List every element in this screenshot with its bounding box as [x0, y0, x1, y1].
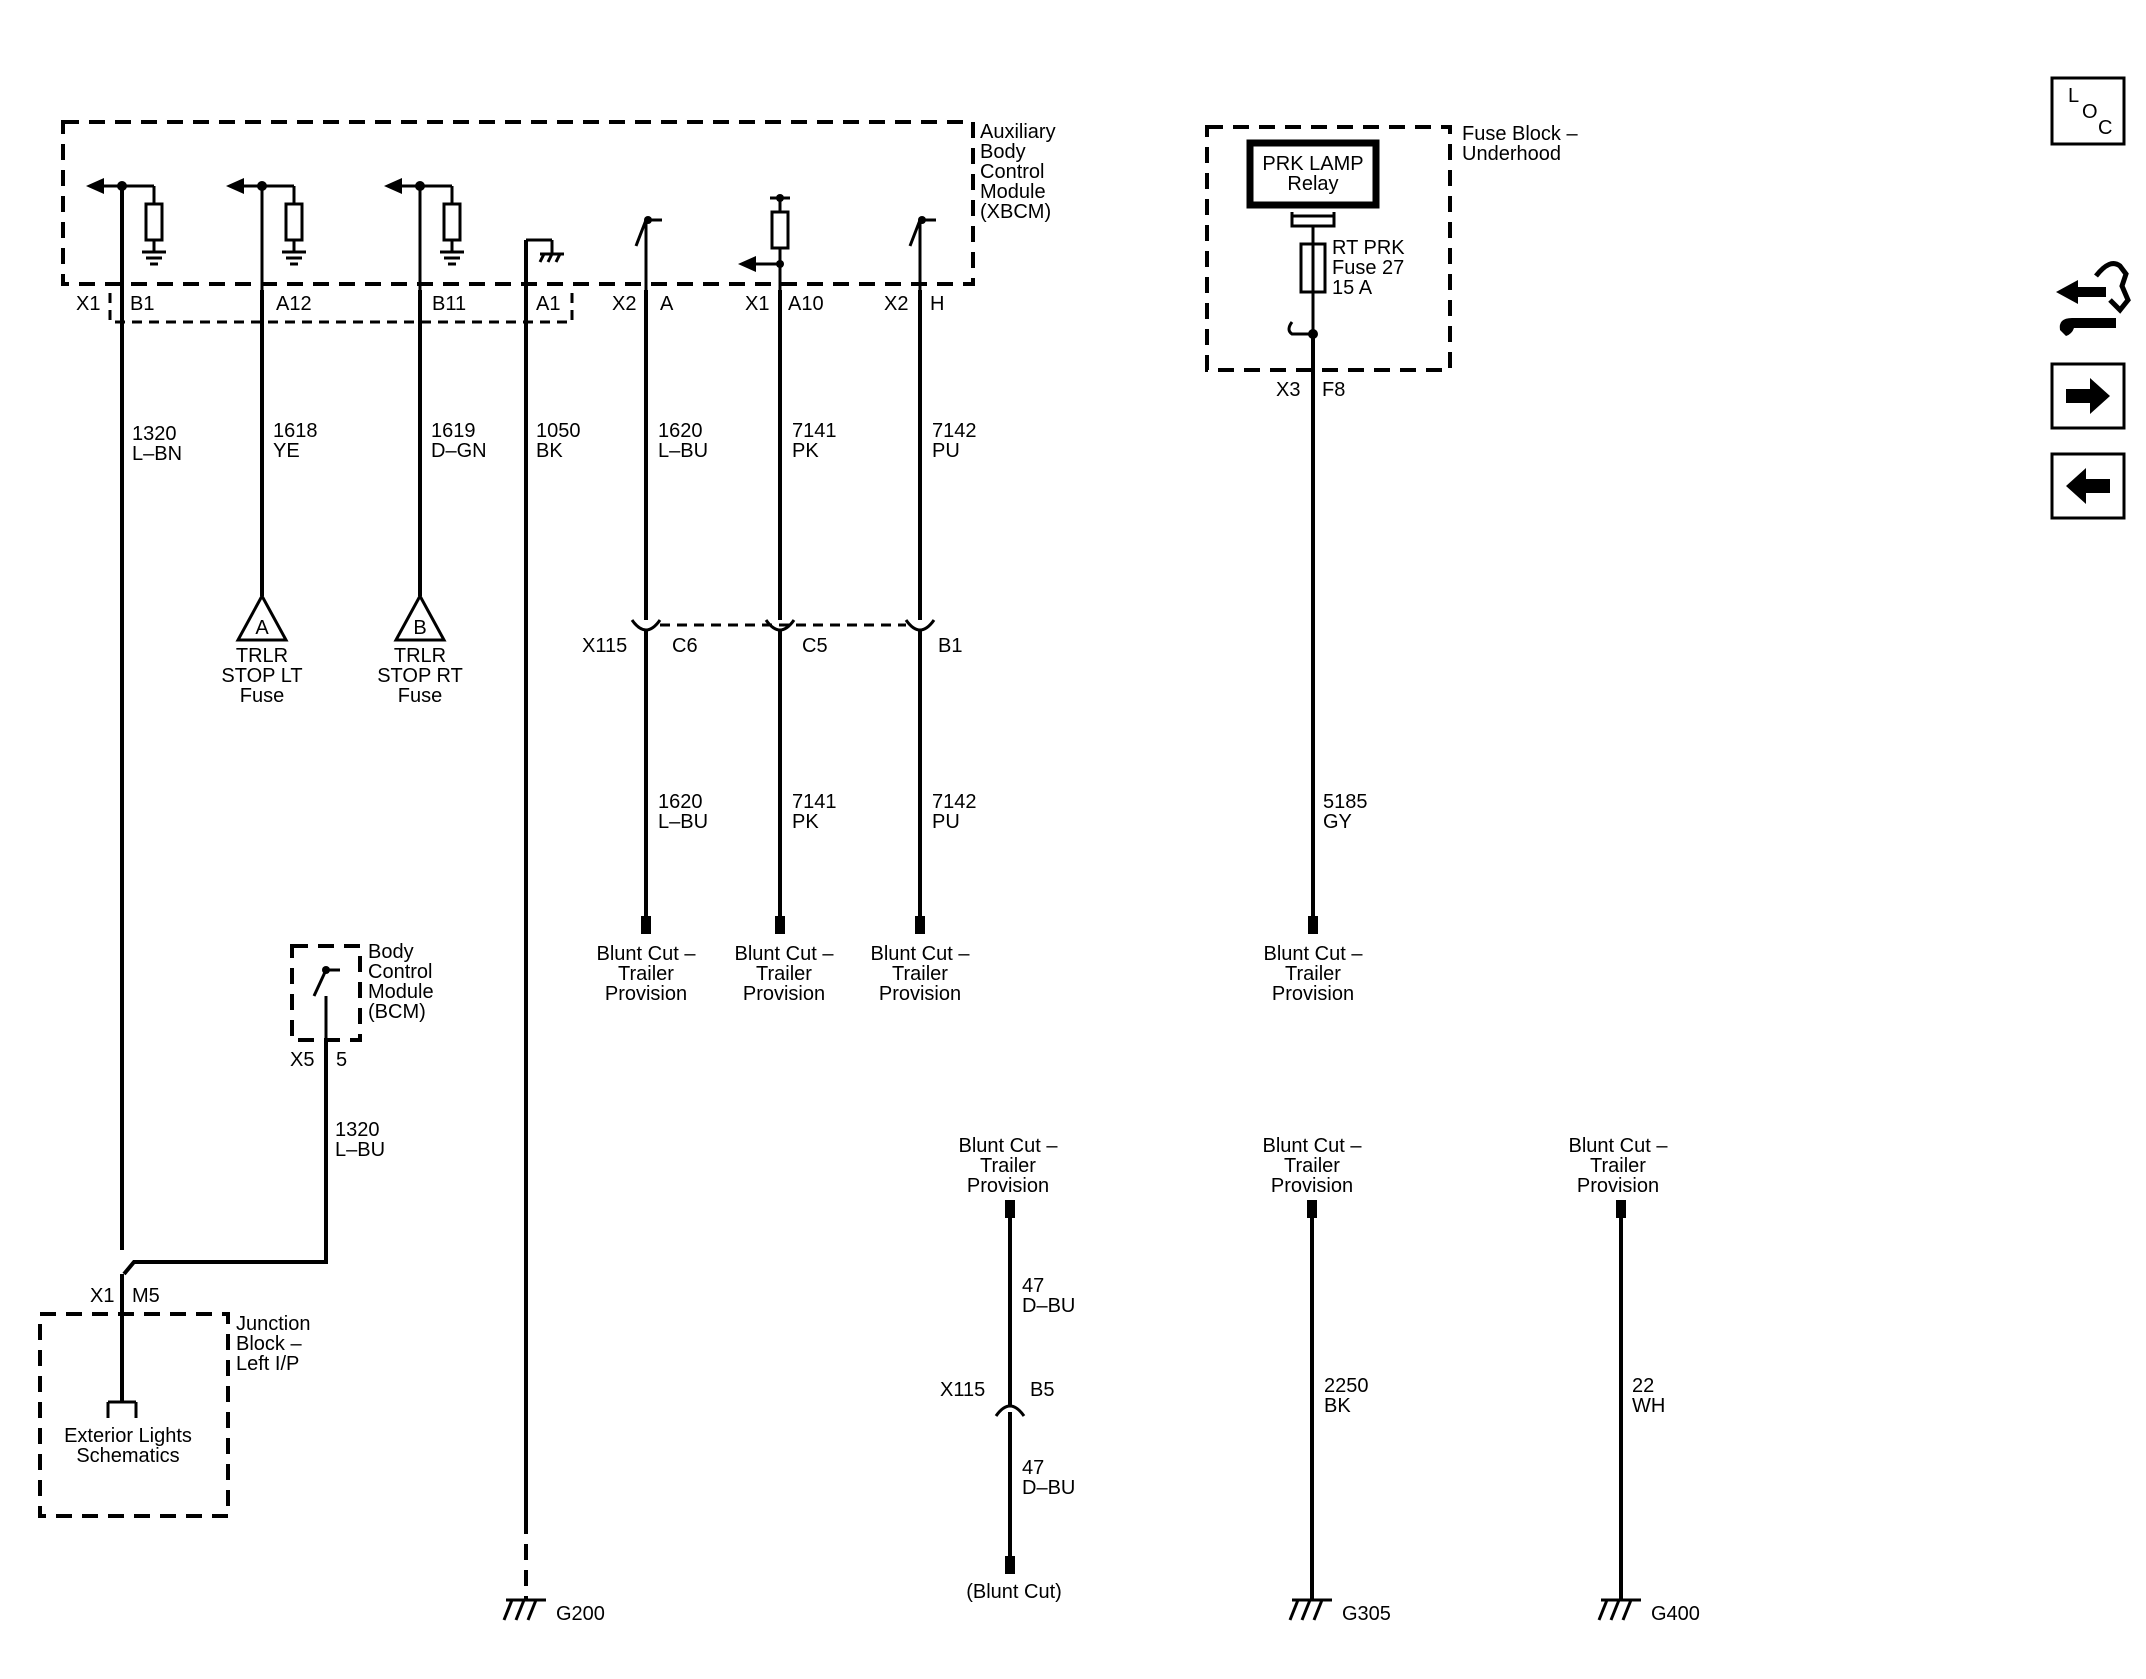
- pin-label: A1: [536, 293, 560, 315]
- connector-x115-top: X115 C6 C5 B1: [582, 619, 962, 657]
- loc-letter: C: [2098, 117, 2112, 139]
- pin-label: X1: [745, 293, 769, 315]
- connector-label: X115: [940, 1379, 985, 1401]
- arrow-right-icon[interactable]: [2050, 362, 2126, 430]
- arrow-left-icon[interactable]: [2050, 452, 2126, 520]
- connector-label: X115: [582, 635, 627, 657]
- connector-wrench-icon[interactable]: [2056, 261, 2131, 336]
- ground-label: G200: [556, 1603, 605, 1625]
- loc-button[interactable]: L O C: [2050, 76, 2126, 146]
- pin-label: X3: [1276, 379, 1300, 401]
- ground-label: G305: [1342, 1603, 1391, 1625]
- pin-label: B1: [130, 293, 154, 315]
- ref-letter: B: [413, 617, 426, 639]
- ground-label: G400: [1651, 1603, 1700, 1625]
- pin-label: B1: [938, 635, 962, 657]
- wire-1320-lbu: [122, 1040, 328, 1276]
- pin-label: X1: [90, 1285, 114, 1307]
- pin-label: C5: [802, 635, 828, 657]
- loc-letter: L: [2068, 85, 2079, 107]
- blunt-cut-end: (Blunt Cut): [966, 1581, 1062, 1603]
- pin-label: X5: [290, 1049, 314, 1071]
- pin-label: F8: [1322, 379, 1345, 401]
- pin-label: X2: [884, 293, 908, 315]
- xbcm-output-b11: [384, 178, 464, 290]
- xbcm-pullup-x1-a10: [738, 194, 790, 290]
- xbcm-switch-x2-h: [908, 216, 936, 290]
- pin-label: 5: [336, 1049, 347, 1071]
- xbcm-output-b1: [86, 178, 166, 290]
- pin-label: B5: [1030, 1379, 1054, 1401]
- pin-label: C6: [672, 635, 698, 657]
- pin-label: X1: [76, 293, 100, 315]
- pin-label: A: [660, 293, 674, 315]
- pin-label: M5: [132, 1285, 160, 1307]
- pin-label: A12: [276, 293, 312, 315]
- ground-g200: G200: [502, 1518, 605, 1625]
- loc-letter: O: [2082, 101, 2098, 123]
- pin-label: A10: [788, 293, 824, 315]
- xbcm-switch-x2-a: [634, 216, 662, 290]
- xbcm-output-a12: [226, 178, 306, 290]
- pin-label: H: [930, 293, 944, 315]
- xbcm-ground-a1: [524, 238, 564, 290]
- pin-label: X2: [612, 293, 636, 315]
- fuse-block-label: Fuse Block –Underhood: [1462, 123, 1578, 165]
- ref-letter: A: [255, 617, 269, 639]
- pin-label: B11: [432, 293, 466, 315]
